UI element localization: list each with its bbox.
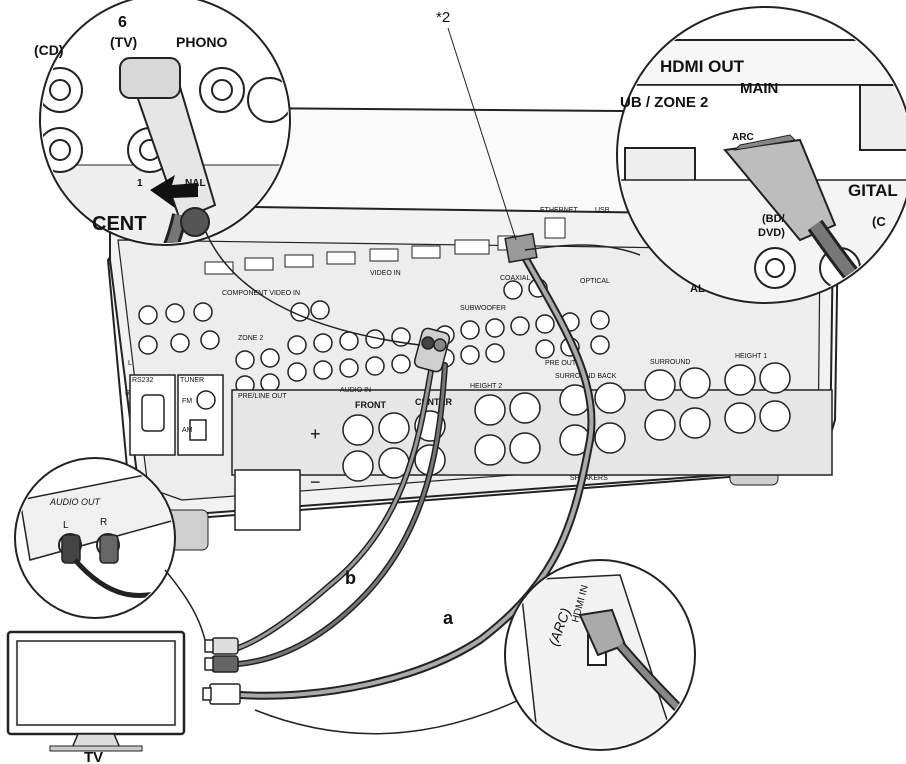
label-speakers: SPEAKERS (570, 475, 608, 482)
label-audio-in: AUDIO IN (340, 387, 371, 394)
label-dvd: DVD) (758, 227, 785, 239)
label-height1: HEIGHT 1 (735, 353, 767, 360)
label-subwoofer: SUBWOOFER (460, 305, 506, 312)
label-tuner: TUNER (180, 377, 204, 384)
plugs-near-tv (202, 637, 241, 705)
label-arc: ARC (732, 132, 754, 143)
label-audio-l: L (63, 520, 69, 531)
label-center: CENTER (415, 397, 453, 407)
label-plus: + (310, 424, 321, 444)
callout-hdmi-out: HDMI OUT UB / ZONE 2 MAIN ARC GITAL (BD/… (524, 6, 906, 304)
label-nal: NAL (185, 178, 206, 189)
label-pre-out: PRE OUT (545, 360, 577, 367)
label-cent: CENT (92, 213, 146, 235)
label-surround: SURROUND (650, 359, 690, 366)
label-rs232: RS232 (132, 377, 154, 384)
label-r: R (125, 390, 130, 397)
label-component: COMPONENT VIDEO IN (222, 290, 300, 297)
label-sub-zone2: UB / ZONE 2 (620, 94, 708, 111)
label-pre-line-out: PRE/LINE OUT (238, 393, 287, 400)
callout-arc (254, 689, 541, 735)
rca-jacks (138, 278, 610, 395)
label-zone2: ZONE 2 (238, 335, 263, 342)
label-main: MAIN (740, 80, 778, 97)
tv-set (6, 630, 186, 752)
label-bd: (BD/ (762, 213, 785, 225)
label-audio-r: R (100, 517, 107, 528)
label-optical: OPTICAL (580, 278, 610, 285)
rs232-tuner-area (129, 374, 224, 456)
rca-plugs-at-receiver (413, 327, 451, 373)
label-video-in: VIDEO IN (370, 270, 401, 277)
label-tv-input: (TV) (110, 34, 137, 50)
label-ethernet: ETHERNET (540, 207, 578, 214)
label-cd: (CD) (34, 42, 64, 58)
receiver-labels: VIDEO IN COMPONENT VIDEO IN ZONE 2 PRE/L… (125, 207, 767, 492)
tv-label: TV (84, 749, 103, 764)
callout-tv-audio-out: AUDIO OUT L R (14, 457, 206, 641)
callout-tv-hdmi-in: HDMI IN (ARC) (504, 559, 696, 751)
label-l: L (128, 360, 132, 367)
label-1: 1 (137, 178, 143, 189)
label-minus: − (310, 472, 321, 492)
hdmi-plug-at-receiver (504, 232, 538, 264)
label-height2: HEIGHT 2 (470, 383, 502, 390)
cable-label-b: b (345, 568, 356, 588)
note-marker: *2 (436, 9, 450, 26)
label-front: FRONT (355, 400, 386, 410)
cable-label-a: a (443, 608, 454, 628)
label-gital: GITAL (848, 181, 898, 200)
label-al: AL (690, 283, 705, 295)
label-hdmi-out: HDMI OUT (660, 57, 745, 76)
label-6: 6 (118, 14, 127, 31)
label-phono: PHONO (176, 34, 227, 50)
note-leader (447, 27, 517, 241)
label-c: (C (872, 214, 886, 229)
label-usb: USB (595, 207, 610, 214)
label-fm: FM (182, 398, 192, 405)
speaker-terminals (231, 362, 833, 531)
label-audio-out: AUDIO OUT (49, 497, 102, 507)
cable-b-rca (235, 362, 448, 667)
label-coaxial: COAXIAL (500, 275, 530, 282)
cable-a-hdmi (236, 248, 596, 700)
label-am: AM (182, 427, 193, 434)
